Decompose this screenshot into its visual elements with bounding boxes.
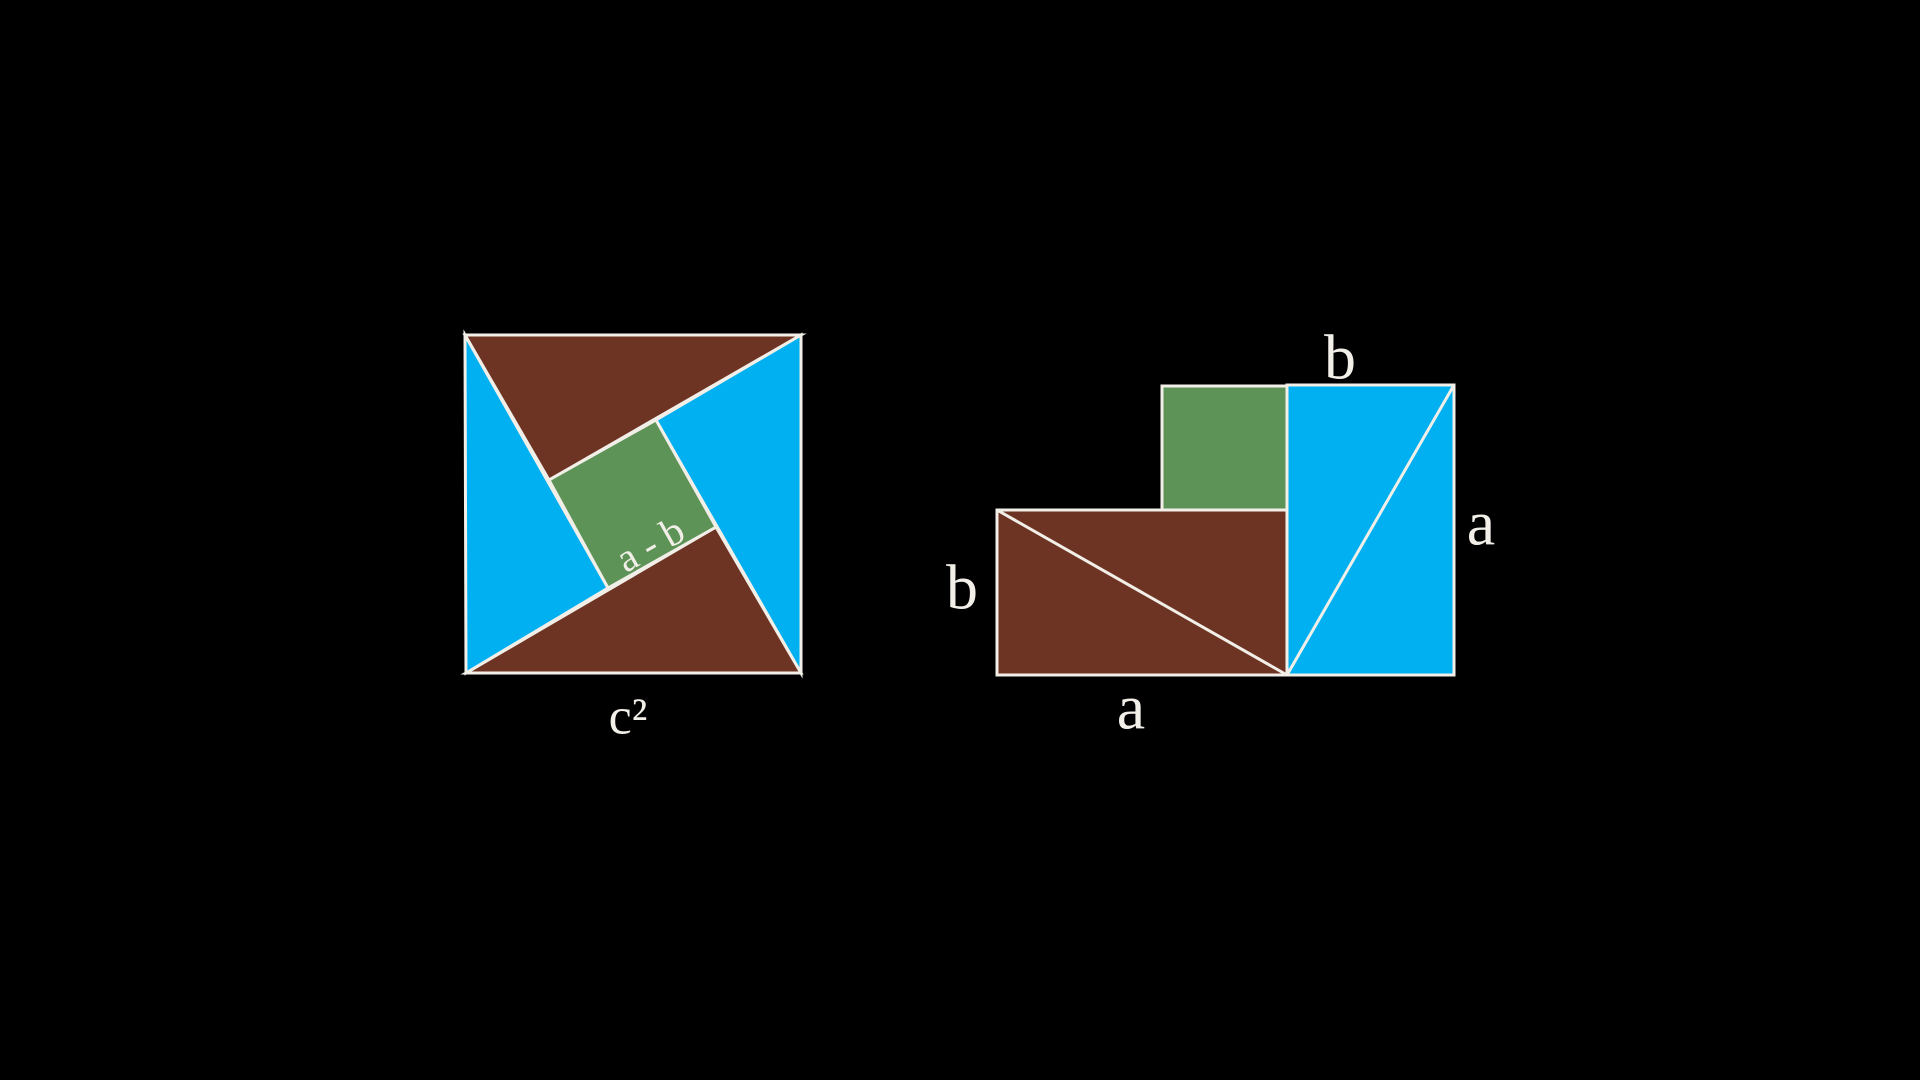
right-green-square — [1160, 384, 1289, 512]
center-green-square — [546, 417, 719, 591]
blue-rectangle-diagonal — [1285, 384, 1456, 676]
blue-height-label-a: a — [1467, 488, 1495, 559]
brown-rectangle-diagonal — [996, 508, 1288, 677]
left-bottom-brown-triangle — [460, 524, 804, 675]
left-left-blue-triangle — [463, 329, 611, 676]
pinwheel-c-squared-figure: a - b c² — [460, 329, 807, 746]
blue-width-label-b: b — [1324, 322, 1356, 393]
rearranged-a2-b2-figure: b a b a — [946, 322, 1495, 743]
brown-width-label-a: a — [1117, 672, 1145, 743]
brown-height-label-b: b — [946, 552, 978, 623]
c-squared-caption: c² — [609, 689, 648, 746]
